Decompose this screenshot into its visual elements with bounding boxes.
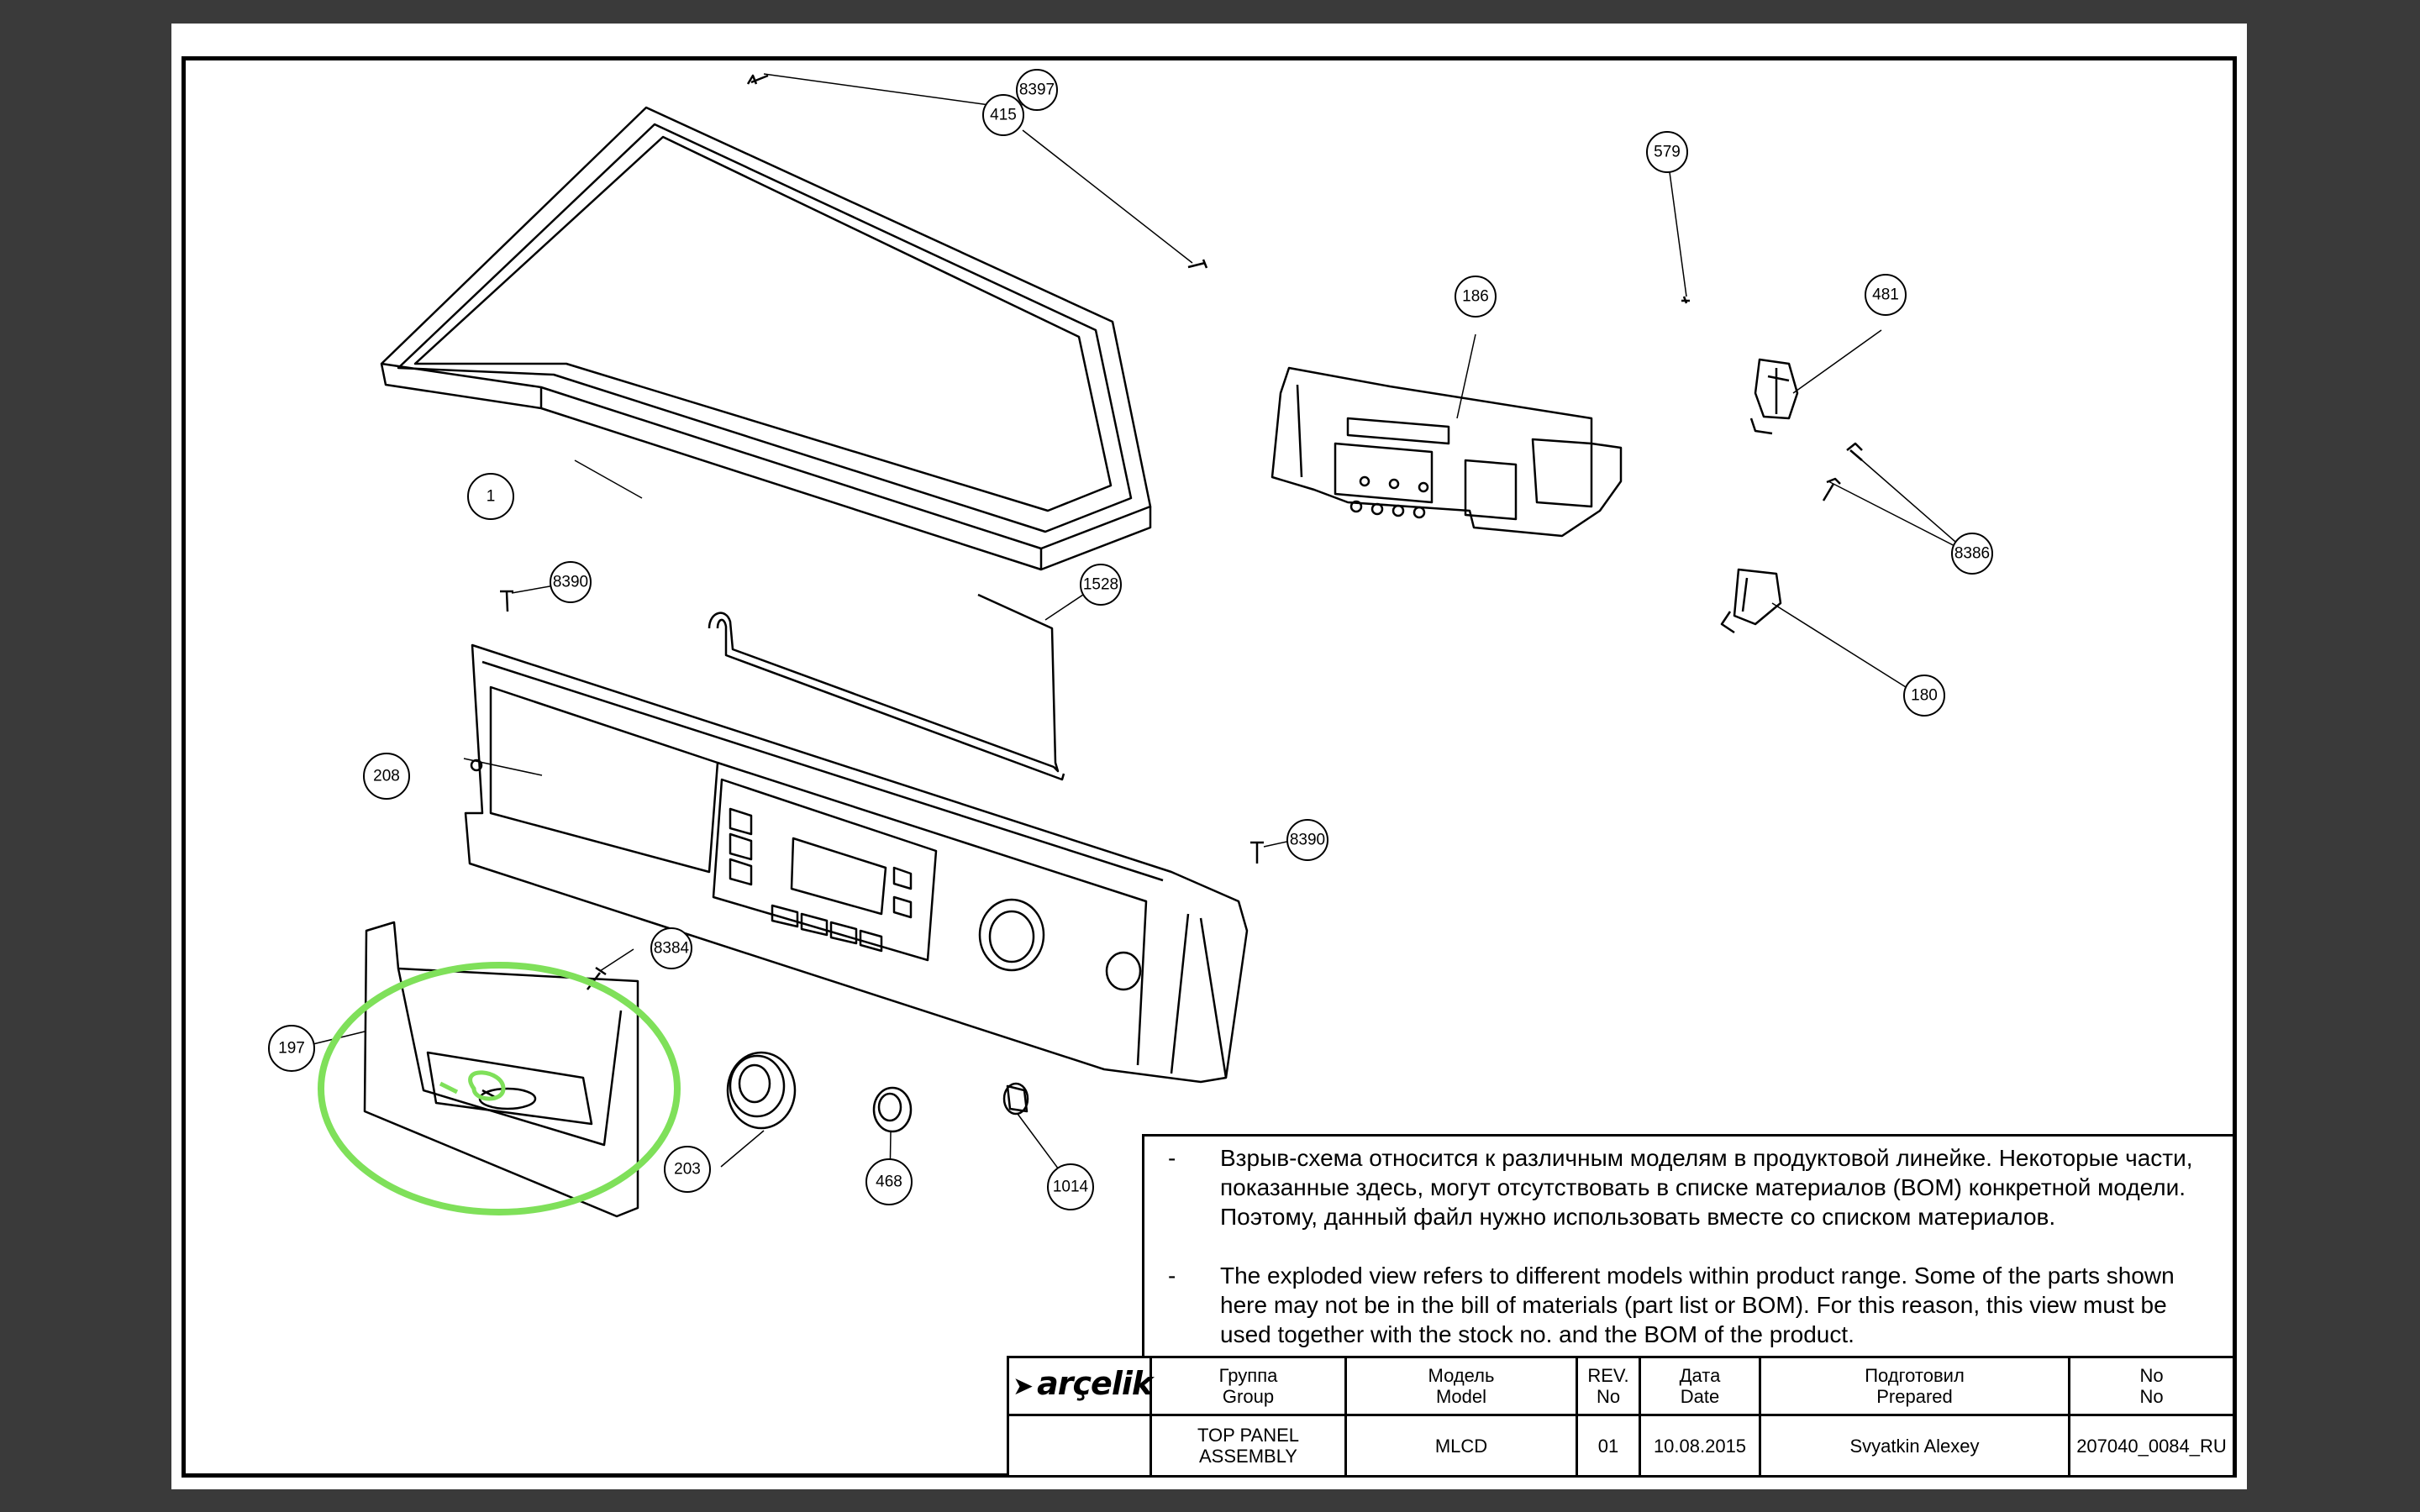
callout-8390-right: 8390 xyxy=(1286,819,1328,861)
exploded-view-diagram: 8397 415 579 186 481 1 8386 8390 1528 18… xyxy=(268,69,1993,1218)
header-rev: REV.No xyxy=(1576,1356,1641,1416)
drawing-sheet: 8397 415 579 186 481 1 8386 8390 1528 18… xyxy=(171,24,2247,1489)
callout-8384: 8384 xyxy=(650,927,692,969)
svg-text:8390: 8390 xyxy=(553,574,588,591)
svg-text:1: 1 xyxy=(487,488,496,506)
value-no: 207040_0084_RU xyxy=(2068,1414,2235,1478)
svg-text:203: 203 xyxy=(674,1161,701,1179)
svg-text:8397: 8397 xyxy=(1019,81,1055,99)
svg-text:579: 579 xyxy=(1654,144,1681,161)
value-date: 10.08.2015 xyxy=(1639,1414,1761,1478)
svg-text:8384: 8384 xyxy=(654,940,690,958)
screw-579-part xyxy=(1681,296,1690,304)
callout-415: 415 xyxy=(982,94,1024,136)
callout-197: 197 xyxy=(268,1025,315,1072)
callout-1014: 1014 xyxy=(1047,1163,1094,1210)
callout-579: 579 xyxy=(1646,131,1688,173)
wire-bracket-part xyxy=(708,593,1065,781)
highlight-mark xyxy=(439,1070,506,1101)
leader-lines xyxy=(295,73,1969,1186)
callout-481: 481 xyxy=(1865,274,1907,316)
company-logo: ➤arçelik xyxy=(1007,1356,1153,1416)
note-english: - The exploded view refers to different … xyxy=(1168,1261,2219,1349)
svg-text:8386: 8386 xyxy=(1954,545,1990,563)
screw-8390-left-part xyxy=(500,590,513,612)
svg-text:468: 468 xyxy=(876,1173,902,1191)
svg-text:1014: 1014 xyxy=(1053,1179,1089,1196)
note-text: The exploded view refers to different mo… xyxy=(1220,1263,2175,1347)
svg-text:1528: 1528 xyxy=(1083,576,1118,594)
callout-468: 468 xyxy=(865,1158,913,1205)
button-468-part xyxy=(872,1086,913,1133)
callout-208: 208 xyxy=(363,753,410,800)
svg-text:481: 481 xyxy=(1872,286,1899,304)
drawer-front-part xyxy=(363,921,639,1218)
svg-text:186: 186 xyxy=(1462,288,1489,306)
screws-415-part xyxy=(746,74,1208,269)
note-dash: - xyxy=(1168,1145,1176,1171)
svg-text:8390: 8390 xyxy=(1290,832,1325,849)
callout-180: 180 xyxy=(1903,675,1945,717)
callout-203: 203 xyxy=(664,1146,711,1193)
svg-text:197: 197 xyxy=(278,1040,305,1058)
button-1014-part xyxy=(1002,1082,1029,1116)
top-lid-part xyxy=(380,106,1152,571)
notes-box: - Взрыв-схема относится к различным моде… xyxy=(1142,1134,2233,1378)
callout-1528: 1528 xyxy=(1080,564,1122,606)
value-prepared: Svyatkin Alexey xyxy=(1759,1414,2070,1478)
svg-text:415: 415 xyxy=(990,107,1017,124)
switch-481-part xyxy=(1749,358,1799,435)
knob-203-part xyxy=(726,1051,797,1130)
screws-8386-part xyxy=(1822,442,1863,501)
note-russian: - Взрыв-схема относится к различным моде… xyxy=(1168,1143,2219,1231)
callout-1: 1 xyxy=(467,473,514,520)
switch-180-part xyxy=(1720,568,1782,634)
pcb-housing-part xyxy=(1270,366,1623,538)
note-text: Взрыв-схема относится к различным моделя… xyxy=(1220,1145,2193,1230)
screw-8390-right-part xyxy=(1250,841,1264,864)
value-model: MLCD xyxy=(1344,1414,1578,1478)
callout-186: 186 xyxy=(1455,276,1497,318)
control-panel-part xyxy=(464,643,1249,1084)
callouts: 8397 415 579 186 481 1 8386 8390 1528 18… xyxy=(268,69,1993,1210)
svg-text:180: 180 xyxy=(1911,687,1938,705)
callout-8390-left: 8390 xyxy=(550,561,592,603)
highlight-ellipse xyxy=(318,962,681,1215)
logo-spacer xyxy=(1007,1414,1152,1478)
logo-mark-icon: ➤ xyxy=(1013,1373,1034,1400)
note-dash: - xyxy=(1168,1263,1176,1289)
callout-8386: 8386 xyxy=(1951,533,1993,575)
callout-8397: 8397 xyxy=(1016,69,1058,111)
value-rev: 01 xyxy=(1576,1414,1641,1478)
svg-text:208: 208 xyxy=(373,768,400,785)
